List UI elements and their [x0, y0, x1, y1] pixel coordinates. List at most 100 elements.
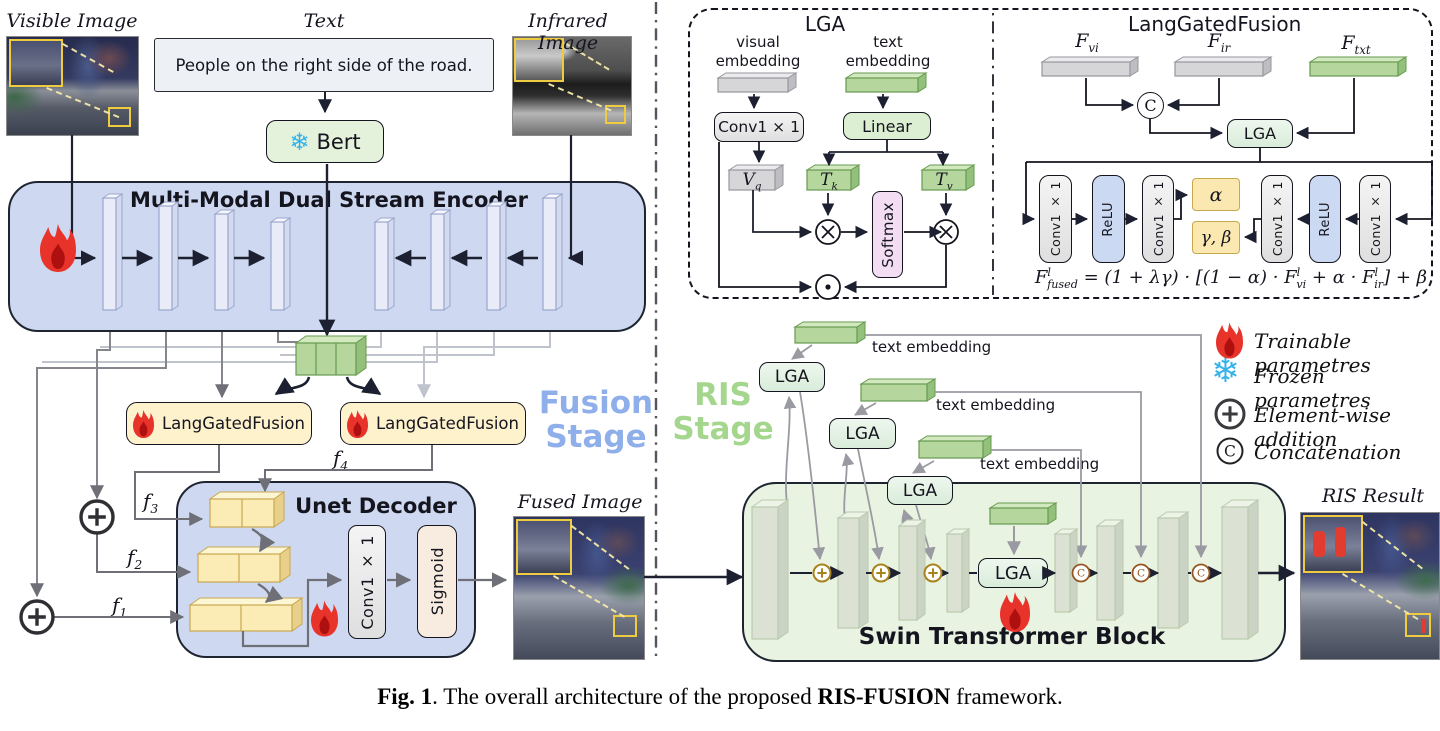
flame-icon	[133, 410, 154, 438]
text-label: Text	[303, 10, 345, 32]
lga-ris-3-label: LGA	[902, 480, 938, 501]
zoom-ray	[548, 83, 612, 112]
visible-inset-zoom	[9, 39, 63, 87]
f4-label: f4	[333, 446, 349, 473]
fir-label: Fir	[1207, 30, 1231, 55]
bert-label: Bert	[316, 129, 361, 154]
text-input-box: People on the right side of the road.	[154, 38, 494, 92]
gamma-beta-box: γ, β	[1192, 221, 1240, 254]
conv1x1-decoder: Conv1 × 1	[348, 525, 386, 639]
f2-label: f2	[127, 545, 143, 572]
flame-icon-legend	[1216, 322, 1243, 359]
ris-result-label: RIS Result	[1321, 485, 1425, 507]
conv1x1-c: Conv1 × 1	[1261, 175, 1293, 263]
tk-label: Tk	[820, 170, 838, 193]
lgf-formula: Flfused = (1 + λγ) · [(1 − α) · Flvi + α…	[1034, 266, 1428, 291]
fusion-stage-word2: Stage	[545, 419, 647, 456]
relu-a-label: ReLU	[1101, 201, 1116, 237]
gamma-beta-label: γ, β	[1200, 227, 1232, 248]
fused-inset-zoom	[516, 519, 572, 575]
text-embedding-label-3: text embedding	[980, 455, 1100, 473]
fused-image	[513, 516, 645, 660]
langgatedfusion-left: LangGatedFusion	[126, 402, 312, 445]
lga-swin-inner: LGA	[978, 558, 1048, 588]
conv1x1-a-label: Conv1 × 1	[1048, 181, 1063, 257]
langgatedfusion-left-label: LangGatedFusion	[161, 414, 305, 433]
conv1x1-b: Conv1 × 1	[1142, 175, 1174, 263]
visible-target-box	[108, 107, 131, 127]
tv-label: Tv	[935, 170, 953, 193]
conv1x1-lga: Conv1 × 1	[714, 112, 804, 142]
text-embedding-label-1: text embedding	[872, 338, 992, 356]
legend-concat: Concatenation	[1254, 440, 1402, 464]
relu-b-label: ReLU	[1317, 201, 1333, 237]
lga-panel-title: LGA	[804, 12, 846, 36]
infrared-image-label: Infrared Image	[528, 10, 608, 54]
infrared-image	[512, 36, 632, 136]
conv1x1-d-label: Conv1 × 1	[1367, 181, 1383, 257]
alpha-label: α	[1209, 183, 1223, 206]
ris-result-image	[1300, 512, 1440, 660]
softmax-label: Softmax	[878, 201, 897, 268]
bert-module: ❄ Bert	[266, 120, 384, 163]
segmented-person	[1335, 527, 1346, 557]
f3-label: f3	[143, 489, 159, 516]
fusion-stage-word1: Fusion	[538, 385, 654, 421]
text-embedding-label-lga: text embedding	[845, 33, 931, 70]
figure-caption: Fig. 1. The overall architecture of the …	[377, 684, 1063, 709]
ris-inset-zoom	[1303, 515, 1363, 573]
concat-circle: C	[1137, 92, 1164, 119]
legend-addition: Element-wise addition	[1254, 403, 1391, 451]
conv1x1-a: Conv1 × 1	[1039, 175, 1072, 263]
flame-icon	[1000, 592, 1030, 632]
fvi-label: Fvi	[1075, 30, 1099, 55]
zoom-ray	[62, 43, 114, 73]
ftxt-label: Ftxt	[1341, 32, 1371, 57]
visible-image	[6, 36, 139, 136]
lga-ris-1-label: LGA	[774, 367, 810, 387]
flame-icon	[40, 224, 76, 272]
conv1x1-lga-label: Conv1 × 1	[718, 118, 800, 136]
snowflake-icon-legend: ❄	[1211, 351, 1240, 391]
encoder-title: Multi-Modal Dual Stream Encoder	[129, 188, 529, 212]
ris-target-box	[1405, 613, 1431, 637]
relu-a: ReLU	[1092, 175, 1125, 263]
softmax-box: Softmax	[872, 191, 903, 278]
legend-frozen: Frozen parametres	[1254, 364, 1371, 412]
lga-ris-3: LGA	[887, 476, 953, 505]
ris-stage-label: RIS Stage	[668, 378, 778, 446]
lga-box-lgf: LGA	[1227, 119, 1293, 148]
zoom-ray	[1361, 521, 1423, 570]
lga-box-lgf-label: LGA	[1243, 124, 1277, 143]
conv1x1-c-label: Conv1 × 1	[1269, 181, 1285, 257]
lga-ris-1: LGA	[759, 362, 825, 392]
relu-b: ReLU	[1309, 175, 1341, 263]
concat-c-glyph: C	[1144, 96, 1157, 115]
segmented-person-small	[1421, 619, 1426, 633]
text-sentence: People on the right side of the road.	[175, 55, 473, 75]
flame-icon	[347, 410, 368, 438]
zoom-ray	[1341, 573, 1419, 621]
fusion-stage-label: Fusion Stage	[534, 386, 658, 454]
zoom-ray	[46, 87, 120, 119]
zoom-ray	[553, 575, 626, 618]
alpha-box: α	[1192, 178, 1240, 211]
infrared-target-box	[605, 105, 626, 124]
linear-lga: Linear	[843, 112, 931, 140]
lga-ris-2: LGA	[829, 418, 896, 449]
infrared-inset-zoom	[514, 38, 564, 82]
sigmoid-decoder: Sigmoid	[417, 525, 457, 638]
fused-target-box	[613, 615, 637, 637]
lgf-panel-title: LangGatedFusion	[1128, 12, 1302, 36]
snowflake-icon: ❄	[289, 127, 310, 156]
sigmoid-label: Sigmoid	[427, 547, 447, 616]
ris-stage-word1: RIS	[694, 377, 752, 413]
lga-ris-2-label: LGA	[845, 423, 880, 444]
visual-embedding-label: visual embedding	[715, 33, 801, 70]
conv1x1-d: Conv1 × 1	[1359, 175, 1391, 263]
svg-text:C: C	[1224, 442, 1236, 460]
lga-swin-inner-label: LGA	[994, 562, 1032, 584]
flame-icon	[311, 600, 338, 637]
zoom-ray	[570, 525, 630, 570]
segmented-person	[1313, 531, 1325, 557]
